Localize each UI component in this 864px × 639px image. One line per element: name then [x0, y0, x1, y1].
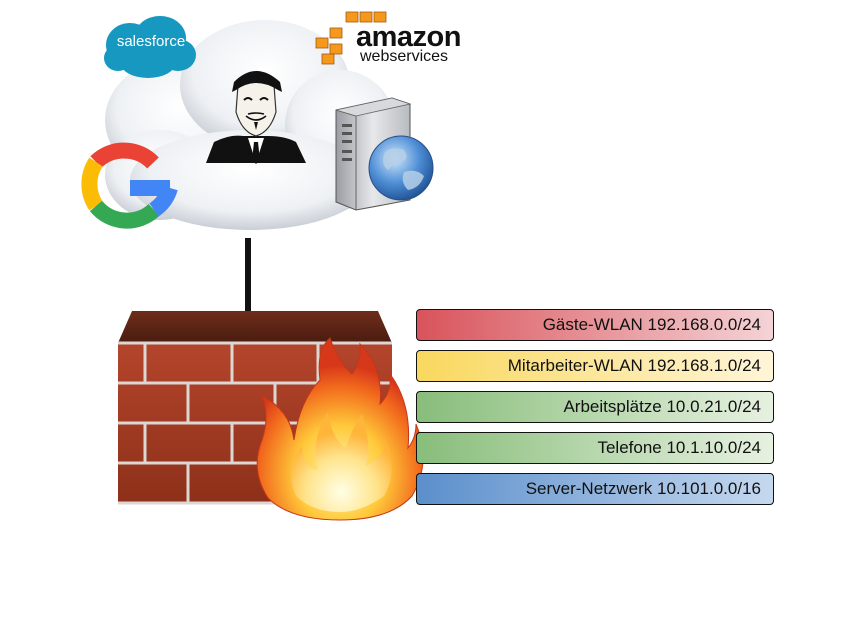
- google-logo-icon: [81, 142, 178, 229]
- firewall-icon: [118, 311, 392, 505]
- aws-logo-icon: [315, 11, 387, 65]
- aws-amazon-text: amazon: [356, 21, 461, 53]
- aws-webservices-text: webservices: [360, 48, 449, 65]
- anonymous-mask-icon: [206, 71, 306, 164]
- network-label-guest-wlan: Gäste-WLAN 192.168.0.0/24: [416, 309, 774, 341]
- network-label-phones: Telefone 10.1.10.0/24: [416, 432, 774, 464]
- network-label-employee-wlan: Mitarbeiter-WLAN 192.168.1.0/24: [416, 350, 774, 382]
- network-label-server-network: Server-Netzwerk 10.101.0.0/16: [416, 473, 774, 505]
- server-with-globe-icon: [335, 97, 434, 211]
- salesforce-logo-icon: [104, 16, 196, 78]
- network-label-workstations: Arbeitsplätze 10.0.21.0/24: [416, 391, 774, 423]
- salesforce-logo-text: salesforce: [116, 33, 186, 50]
